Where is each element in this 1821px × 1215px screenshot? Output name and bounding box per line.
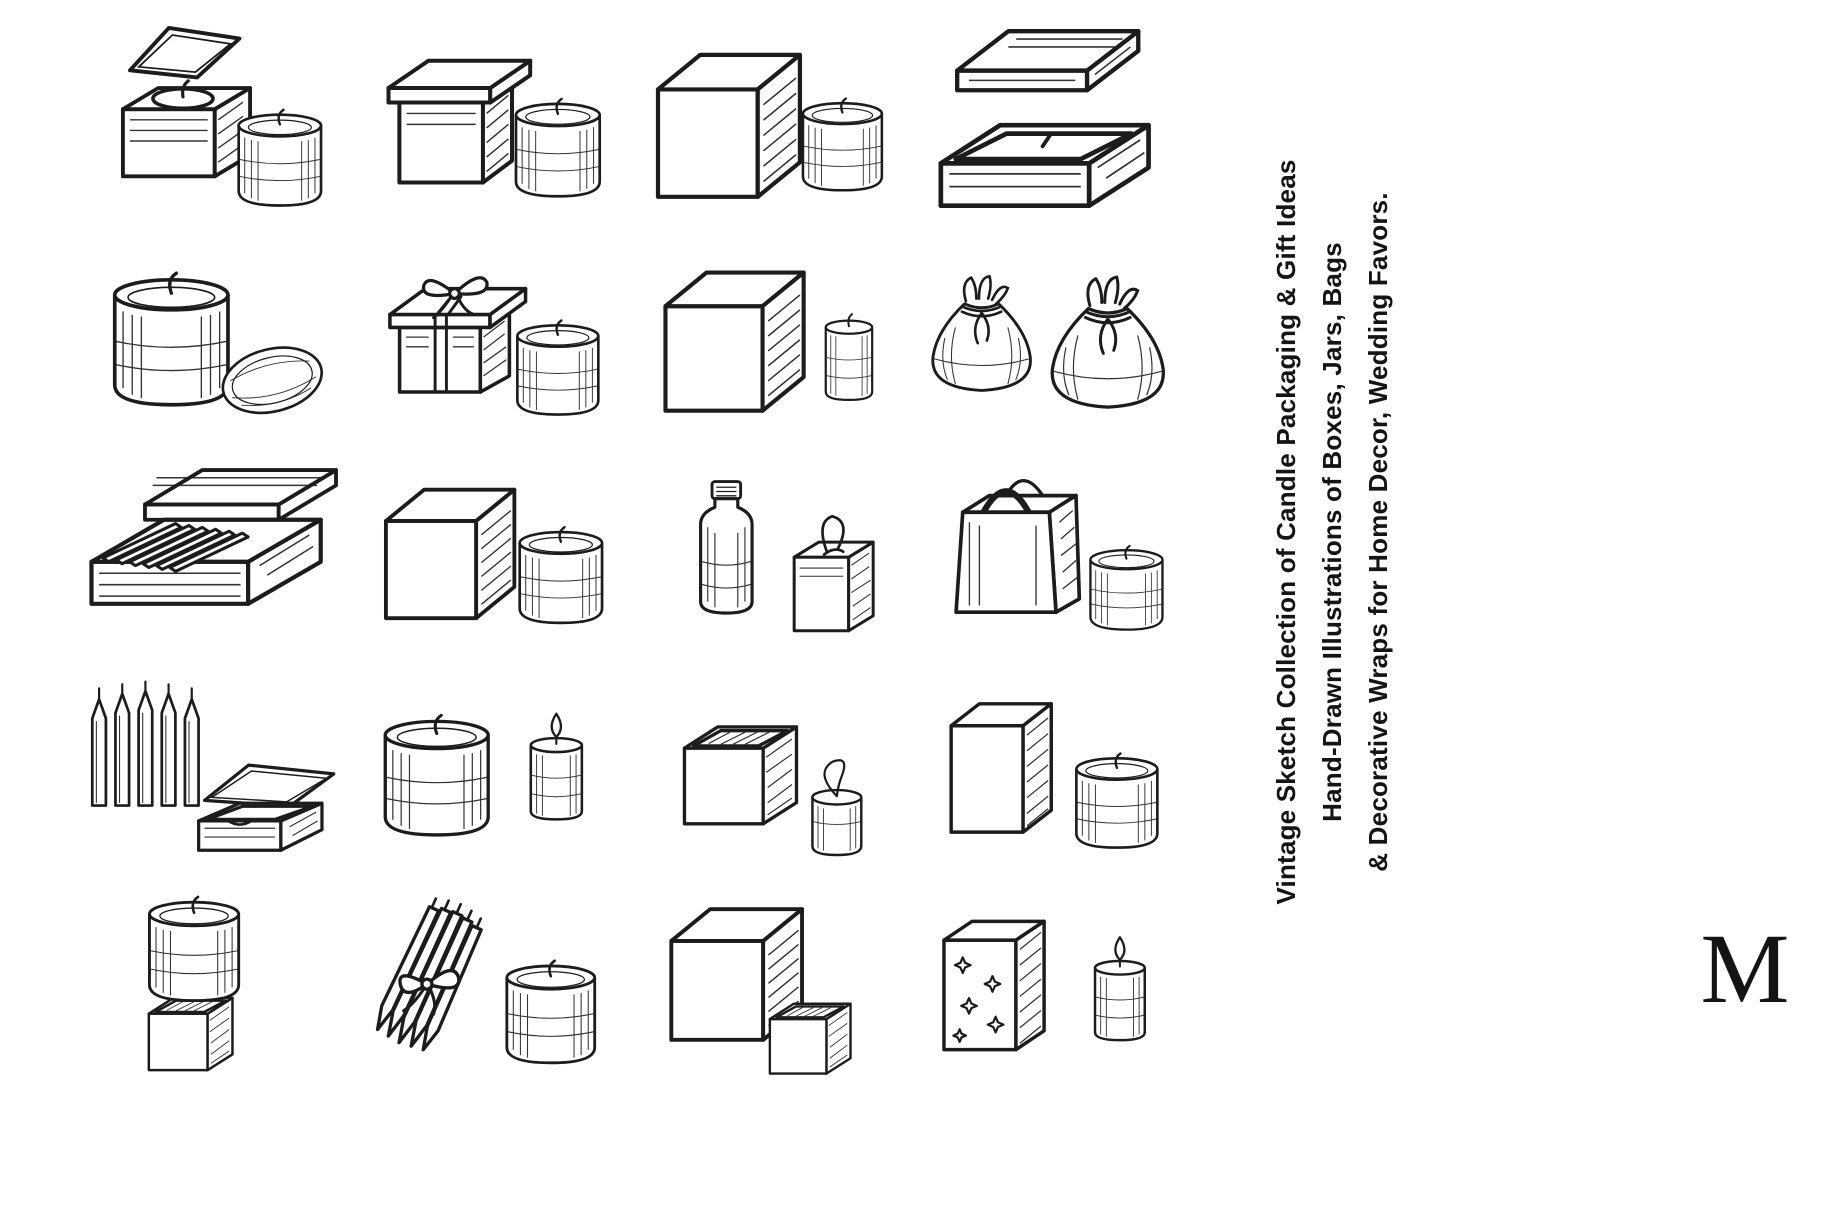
- cube-box-jar-drawing-2: [383, 487, 604, 625]
- sketch-taper-candles-with-open-box: [78, 661, 351, 871]
- sketch-candle-jar-with-round-lid: [78, 230, 351, 440]
- caption-line-3: & Decorative Wraps for Home Decor, Weddi…: [1363, 192, 1393, 872]
- caption-line-2: Hand-Drawn Illustrations of Boxes, Jars,…: [1317, 242, 1347, 822]
- sketch-bottle-jar-with-tied-box: [635, 445, 908, 655]
- sketch-lidded-box-with-candle-jar: [357, 14, 630, 224]
- watermark-letter: M: [1700, 912, 1790, 1024]
- jar-lit-pillar-drawing: [382, 661, 630, 837]
- sketch-cube-box-with-candle-jar-2: [357, 445, 630, 655]
- sketch-ribbon-gift-box-with-candle-jar: [357, 230, 630, 440]
- ribbon-box-jar-drawing: [387, 275, 600, 416]
- illustration-grid: [78, 14, 1186, 1086]
- candle-tin-lid-drawing: [914, 14, 1187, 224]
- tapers-open-box-drawing: [90, 679, 336, 852]
- gift-bag-jar-drawing: [914, 445, 1164, 632]
- sketch-cube-box-with-candle-jar: [635, 14, 908, 224]
- bottle-tied-box-drawing: [635, 445, 875, 633]
- vertical-caption: Vintage Sketch Collection of Candle Pack…: [1262, 152, 1402, 912]
- caption-line-1: Vintage Sketch Collection of Candle Pack…: [1271, 159, 1301, 905]
- sketch-open-box-with-candle-and-jar: [78, 14, 351, 224]
- drawstring-pouches-drawing: [914, 230, 1165, 409]
- jar-in-open-box-drawing: [78, 895, 241, 1086]
- open-top-box-loop-candle-drawing: [635, 661, 863, 857]
- jar-round-lid-drawing: [112, 270, 331, 424]
- cube-box-jar-drawing: [635, 14, 884, 224]
- sketch-ribbon-tied-candle-bundle-with-jar: [357, 876, 630, 1086]
- taper-candle-box-drawing: [78, 445, 351, 655]
- sketch-open-top-box-with-loop-wick-candle: [635, 661, 908, 871]
- sketch-candle-jar-with-lit-pillar: [357, 661, 630, 871]
- sketch-two-drawstring-pouches: [914, 230, 1187, 440]
- open-box-candle-jar-drawing: [78, 14, 323, 207]
- sketch-candle-tin-with-lifted-lid: [914, 14, 1187, 224]
- tall-box-pillar-drawing: [635, 230, 874, 440]
- sketch-tall-box-with-pillar-candle: [635, 230, 908, 440]
- candle-bundle-jar-drawing: [368, 890, 596, 1065]
- sketch-tall-box-with-candle-jar: [914, 661, 1187, 871]
- sketch-cube-box-with-small-open-box: [635, 876, 908, 1086]
- sketch-open-box-of-taper-candles: [78, 445, 351, 655]
- lidded-box-jar-drawing: [385, 58, 601, 198]
- tall-box-jar-drawing: [914, 661, 1159, 849]
- sketch-sparkle-box-with-lit-pillar: [914, 876, 1187, 1086]
- cube-and-open-box-drawing: [669, 907, 853, 1076]
- sparkle-box-pillar-drawing: [914, 876, 1147, 1086]
- sketch-gift-bag-with-candle-jar: [914, 445, 1187, 655]
- sketch-candle-jar-in-open-box: [78, 876, 351, 1086]
